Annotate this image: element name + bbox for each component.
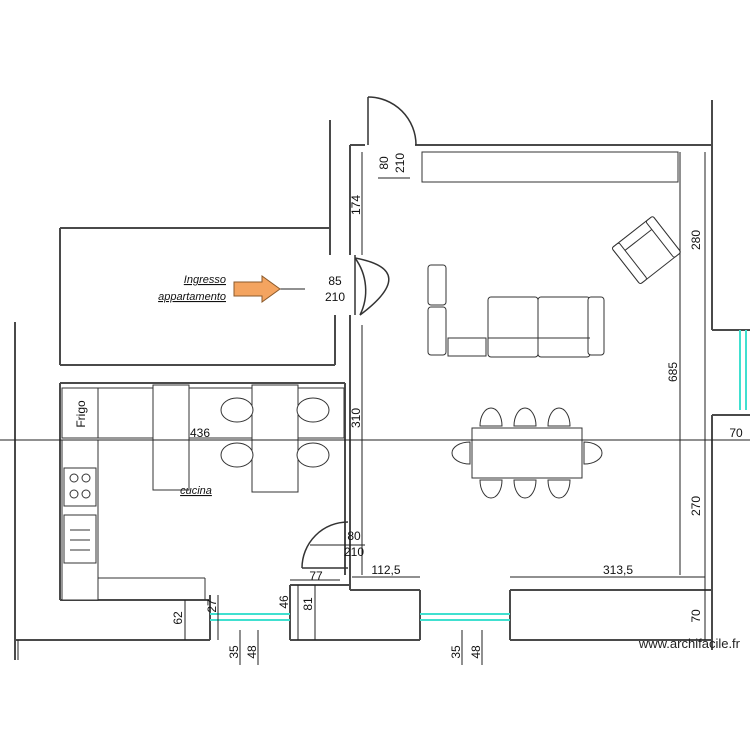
dim-bottom-27: 27 [205, 599, 219, 613]
kitchen-counter [61, 387, 345, 601]
dim-bottom-46: 46 [277, 595, 291, 609]
dim-right-wall-bottom: 70 [689, 609, 703, 623]
dim-bottom-left-segment: 112,5 [371, 563, 400, 577]
dimension-lines [0, 152, 750, 665]
dining-table [471, 427, 583, 479]
armchair [612, 216, 681, 284]
sink-icon [63, 514, 97, 564]
kitchen-door [301, 521, 349, 569]
dim-left-wall-top: 174 [349, 195, 363, 215]
dim-bottom-mid-35: 35 [449, 645, 463, 659]
dim-left-wall-mid: 310 [349, 408, 363, 428]
dim-bottom-mid-48: 48 [469, 645, 483, 659]
dim-bottom-right-segment: 313,5 [603, 563, 633, 577]
dim-bottom-77: 77 [309, 569, 323, 583]
entrance-label-line2: appartamento [158, 291, 226, 303]
dim-kitchen-length: 436 [190, 426, 210, 440]
dim-right-wall-top: 280 [689, 230, 703, 250]
dim-bottom-81: 81 [301, 597, 315, 611]
kitchen-chairs [220, 397, 330, 468]
fridge-label: Frigo [74, 400, 88, 428]
dim-right-wall-total: 685 [666, 362, 680, 382]
dim-right-wall-low: 270 [689, 496, 703, 516]
kitchen-door-height: 210 [344, 545, 364, 559]
sofa [427, 264, 605, 358]
dim-bottom-left-48: 48 [245, 645, 259, 659]
kitchen-tables [152, 384, 299, 493]
entrance-label-line1: Ingresso [184, 274, 226, 286]
kitchen-label: cucina [180, 485, 212, 497]
stove-icon [63, 467, 97, 507]
top-door [367, 96, 417, 146]
dining-chairs [451, 407, 603, 499]
top-door-width: 80 [377, 156, 391, 170]
entrance-door [354, 255, 390, 316]
walls [14, 100, 750, 660]
top-door-height: 210 [393, 153, 407, 173]
dim-right-window-offset: 70 [729, 426, 743, 440]
top-cabinet [421, 151, 679, 183]
dim-bottom-left-35: 35 [227, 645, 241, 659]
dim-bottom-62: 62 [171, 611, 185, 625]
entrance-door-height: 210 [325, 290, 345, 304]
windows [210, 330, 747, 621]
watermark: www.archifacile.fr [638, 636, 741, 651]
kitchen-door-width: 80 [347, 529, 361, 543]
entrance-arrow-icon [233, 275, 281, 303]
entrance-door-width: 85 [328, 274, 342, 288]
